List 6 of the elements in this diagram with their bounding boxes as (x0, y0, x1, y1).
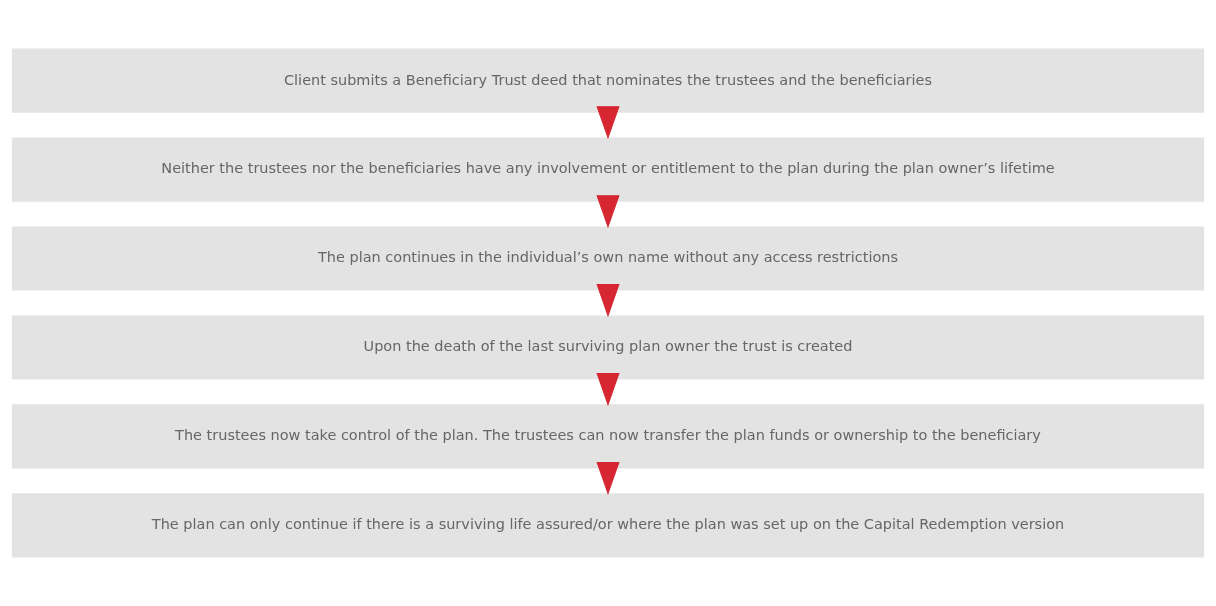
arrow (596, 195, 620, 229)
arrow (596, 373, 620, 407)
arrow (596, 461, 620, 496)
arrow (596, 284, 620, 318)
node-box: The plan can only continue if there is a surviving life assured/or where the plan was set up on the Capital Redemption version (11, 493, 1205, 558)
arrow (596, 106, 620, 140)
